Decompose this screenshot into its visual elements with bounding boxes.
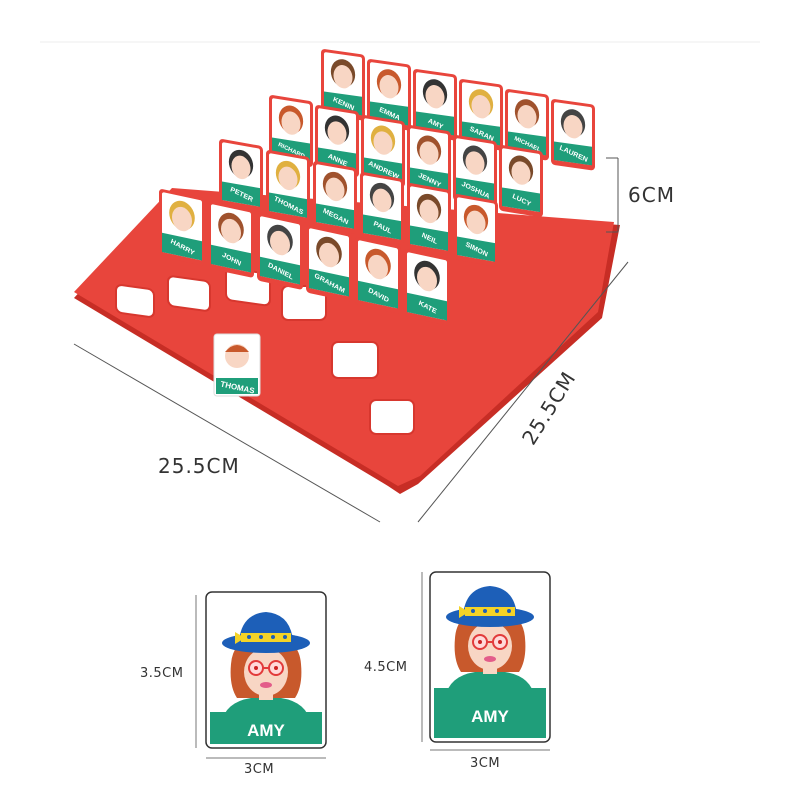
card-small-name: AMY bbox=[247, 721, 285, 740]
board-card: PAUL bbox=[360, 172, 404, 245]
loose-card: THOMAS bbox=[213, 333, 261, 397]
board-card: EMMA bbox=[367, 59, 411, 131]
board-card: GRAHAM bbox=[306, 225, 352, 302]
board-card: KENIN bbox=[321, 49, 365, 121]
board-card: MEGAN bbox=[313, 161, 357, 234]
board-card: PETER bbox=[219, 139, 263, 212]
width-line bbox=[73, 343, 381, 523]
depth-line bbox=[417, 261, 629, 523]
card-large: AMY bbox=[421, 571, 551, 751]
board-card: RICHARD bbox=[269, 95, 313, 167]
board-width-label: 25.5CM bbox=[158, 454, 240, 478]
card-large-height-label: 4.5CM bbox=[364, 660, 408, 675]
card-large-width-label: 3CM bbox=[470, 756, 501, 771]
board-card: HARRY bbox=[159, 189, 205, 266]
board-card: DAVID bbox=[355, 237, 401, 314]
board-card: LUCY bbox=[499, 145, 543, 217]
board-card: ANNE bbox=[315, 105, 359, 177]
board-card: THOMAS bbox=[266, 150, 310, 223]
board-card: SARAN bbox=[459, 79, 503, 151]
card-small-width-label: 3CM bbox=[244, 762, 275, 777]
dimension-lines bbox=[73, 157, 629, 523]
board-card: NEIL bbox=[407, 183, 451, 256]
card-large-name: AMY bbox=[471, 707, 509, 726]
board-card: SIMON bbox=[454, 194, 498, 267]
card-small: AMY bbox=[195, 591, 327, 759]
board-card: LAUREN bbox=[551, 99, 595, 171]
board-height-label: 6CM bbox=[628, 183, 675, 207]
board-card: JOHN bbox=[208, 201, 254, 278]
card-small-height-label: 3.5CM bbox=[140, 666, 184, 681]
front-windows bbox=[115, 267, 415, 435]
board-card: KATE bbox=[404, 249, 450, 326]
board-card: DANIEL bbox=[257, 213, 303, 290]
